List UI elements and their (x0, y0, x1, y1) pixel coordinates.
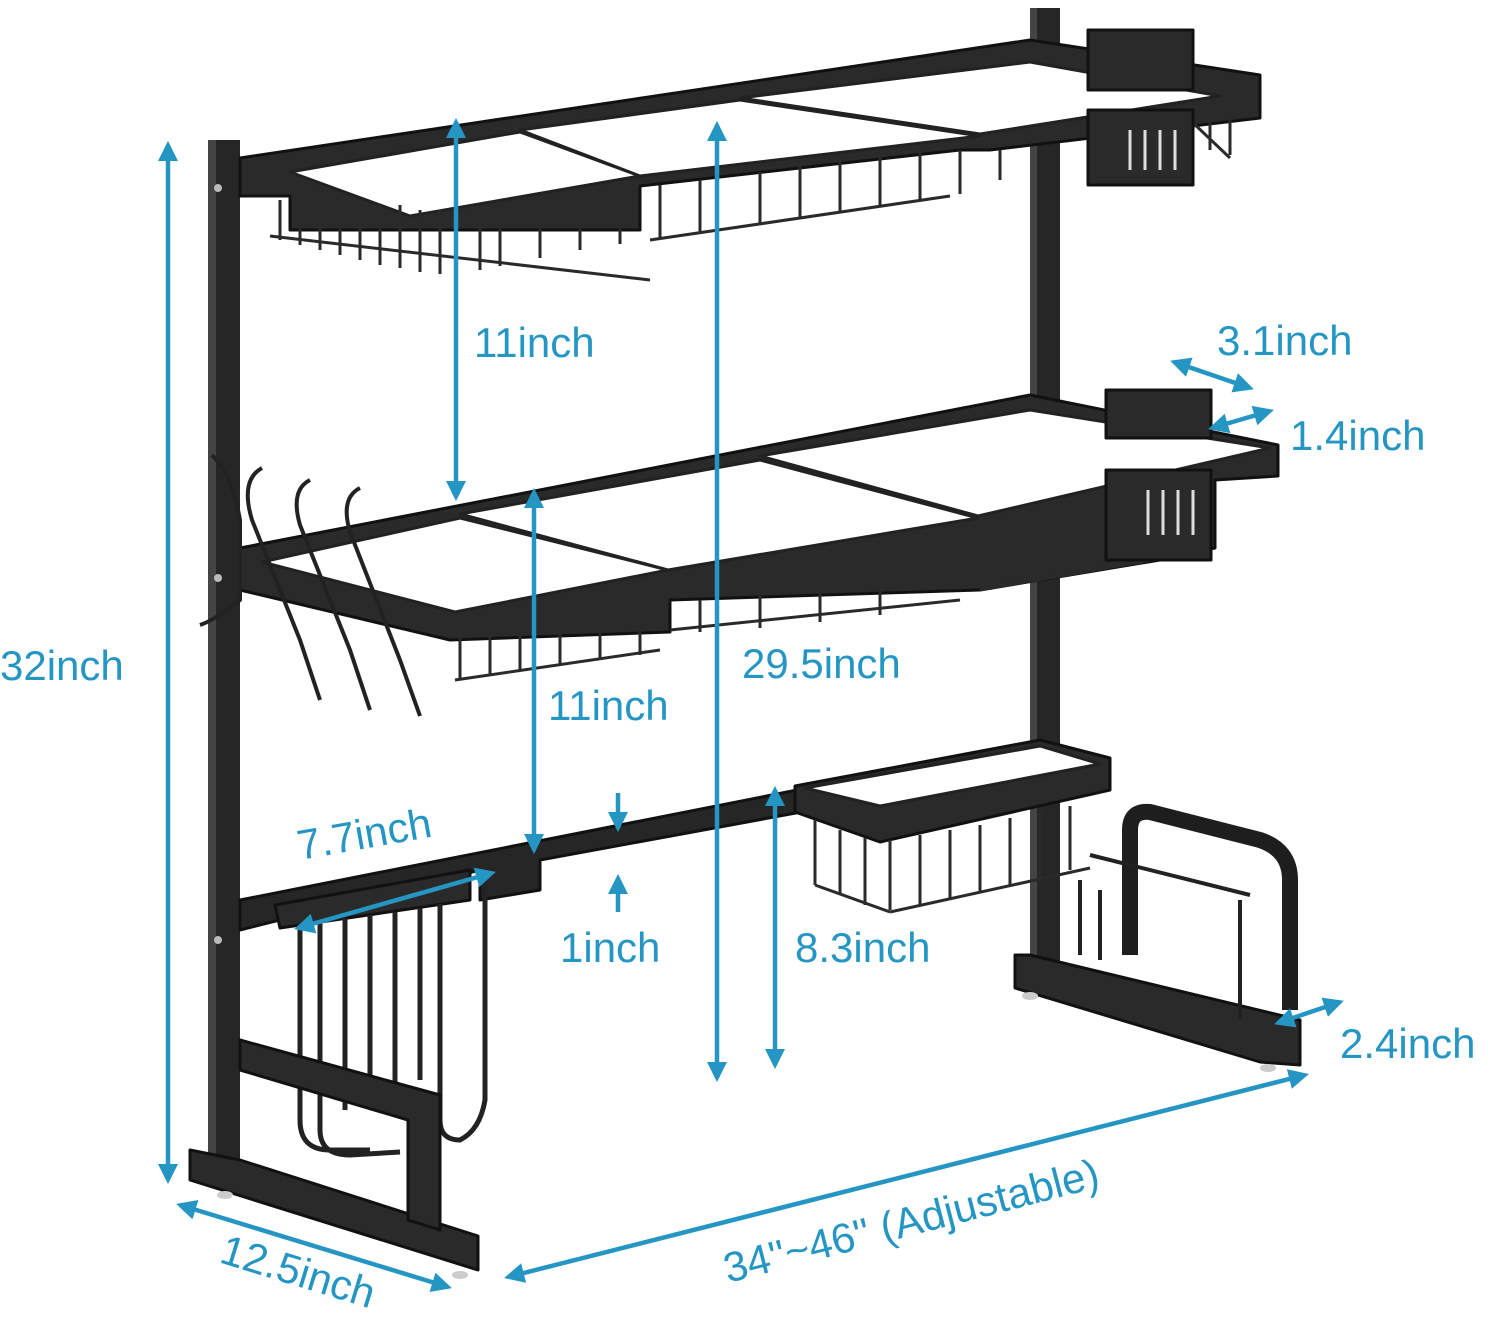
beam-height-label: 1inch (560, 924, 660, 971)
length-arrow (504, 1069, 1309, 1283)
bottom-basket (793, 738, 1112, 914)
right-foot (1013, 803, 1302, 1072)
inner-height-label: 29.5inch (742, 640, 901, 687)
foot-width-label: 2.4inch (1340, 1020, 1475, 1067)
basket-depth-arrow (1208, 405, 1274, 434)
middle-utensil-holder (1104, 388, 1213, 562)
depth-arrow (176, 1200, 452, 1292)
basket-depth-label: 1.4inch (1290, 412, 1425, 459)
dimension-lines (157, 117, 1344, 1292)
bottom-basket-height-label: 8.3inch (795, 924, 930, 971)
basket-width-arrow (1170, 357, 1254, 393)
foot-width-arrow (1274, 997, 1344, 1028)
basket-width-label: 3.1inch (1217, 317, 1352, 364)
hook-width-label: 7.7inch (293, 799, 435, 869)
hook-width-arrow (294, 867, 496, 934)
top-utensil-holder (1086, 28, 1195, 187)
left-post (208, 140, 240, 1180)
total-height-label: 32inch (0, 642, 124, 689)
length-label: 34''~46'' (Adjustable) (718, 1150, 1103, 1292)
top-gap-label: 11inch (474, 319, 595, 366)
middle-gap-label: 11inch (548, 682, 669, 729)
